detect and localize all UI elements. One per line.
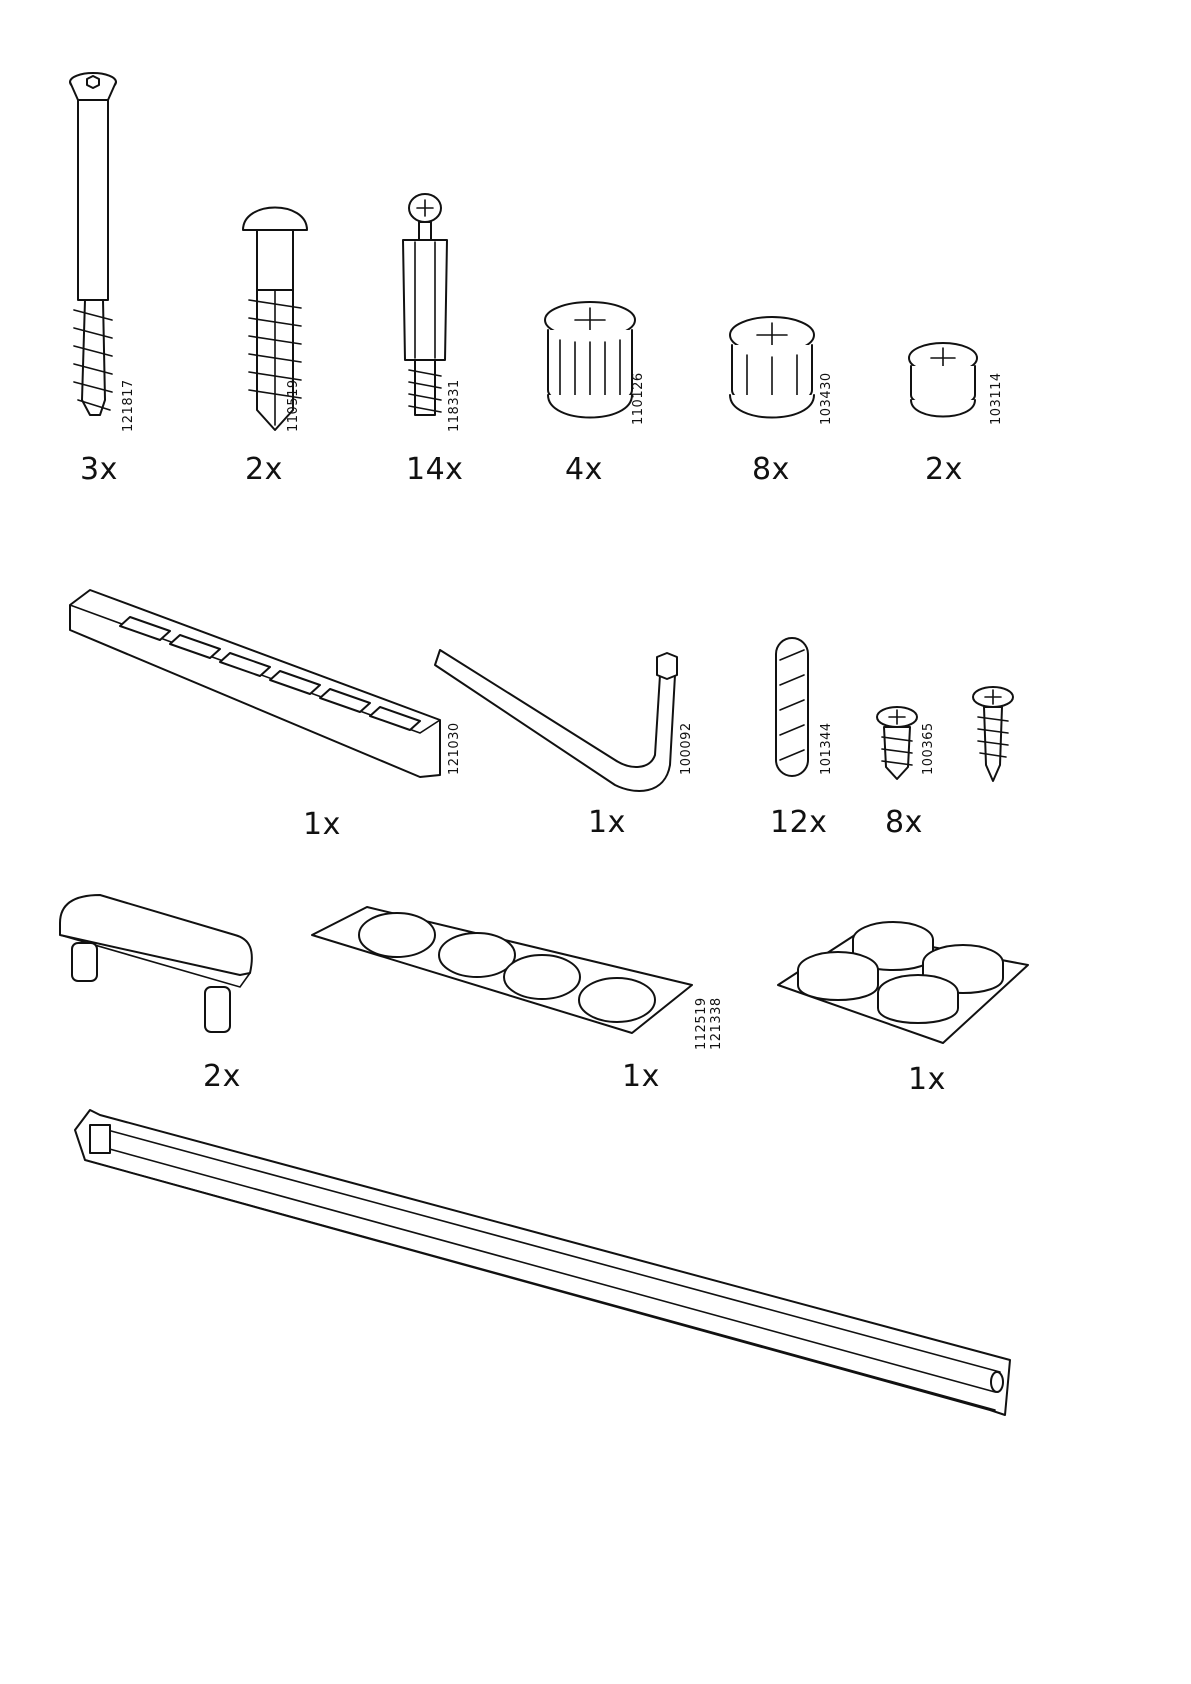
article-number: 100092: [680, 722, 693, 775]
quantity-label: 8x: [752, 455, 790, 485]
cam-lock-small-icon: [903, 340, 983, 425]
quantity-label: 1x: [908, 1065, 946, 1095]
quantity-label: 2x: [203, 1062, 241, 1092]
metal-rail-icon: [75, 1110, 1015, 1420]
quantity-label: 1x: [622, 1062, 660, 1092]
article-number: 121817: [122, 379, 135, 432]
article-number: 103430: [820, 372, 833, 425]
article-number: 110126: [632, 372, 645, 425]
long-screw-icon: [60, 70, 130, 460]
quantity-label: 3x: [80, 455, 118, 485]
article-number: 110519: [287, 379, 300, 432]
felt-pads-square-icon: [778, 915, 1028, 1045]
article-number: 118331: [448, 379, 461, 432]
article-number: 100365: [922, 722, 935, 775]
article-number: 101344: [820, 722, 833, 775]
article-number: 112519: [695, 997, 708, 1050]
wood-dowel-icon: [768, 630, 818, 780]
wood-screw-icon: [968, 685, 1018, 785]
quantity-label: 12x: [770, 808, 827, 838]
screw-icon: [872, 705, 922, 785]
article-number-secondary: 121338: [710, 997, 723, 1050]
cam-lock-icon: [540, 300, 640, 430]
cam-bolt-icon: [395, 190, 455, 430]
cam-lock-icon: [722, 315, 822, 425]
quantity-label: 4x: [565, 455, 603, 485]
handle-icon: [60, 895, 260, 1040]
quantity-label: 2x: [925, 455, 963, 485]
quantity-label: 14x: [406, 455, 463, 485]
article-number: 103114: [990, 372, 1003, 425]
felt-pads-strip-icon: [312, 905, 692, 1035]
connector-rail-icon: [60, 585, 450, 785]
quantity-label: 2x: [245, 455, 283, 485]
dowel-anchor-icon: [235, 200, 315, 460]
quantity-label: 8x: [885, 808, 923, 838]
allen-key-icon: [435, 645, 685, 805]
quantity-label: 1x: [588, 808, 626, 838]
quantity-label: 1x: [303, 810, 341, 840]
